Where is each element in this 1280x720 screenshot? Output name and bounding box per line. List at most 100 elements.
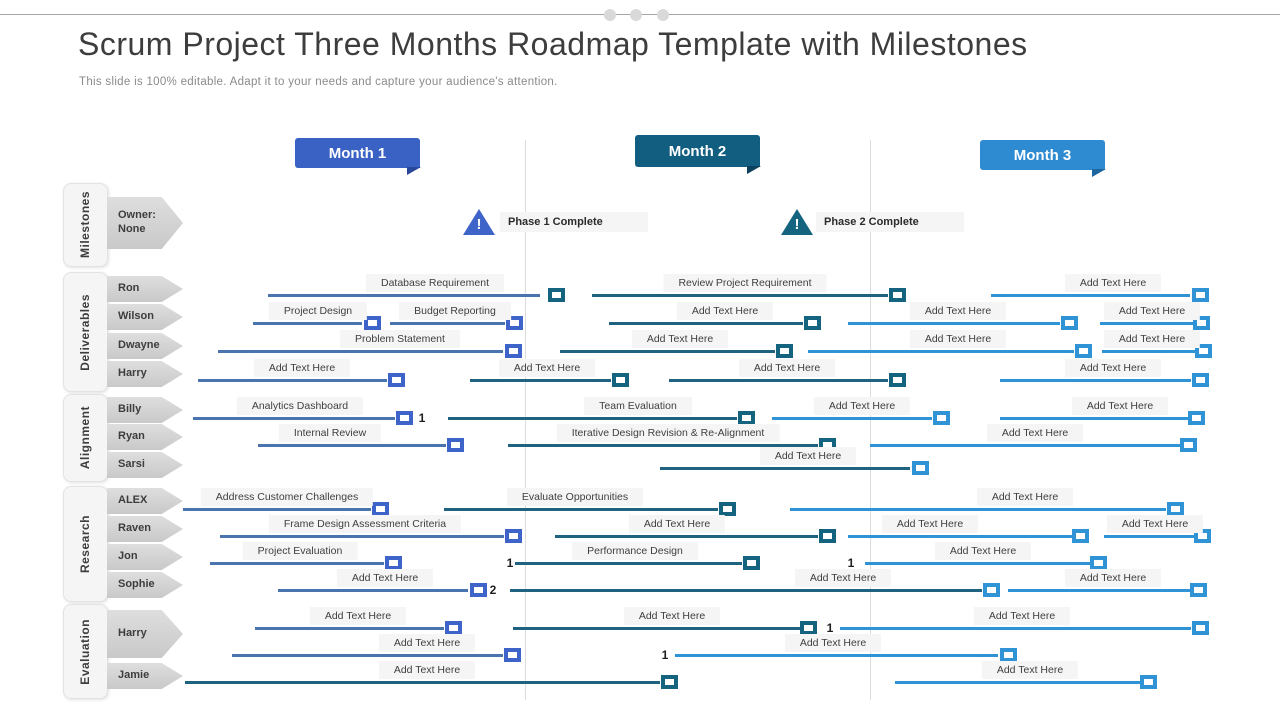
- task-label[interactable]: Project Design: [268, 302, 368, 320]
- task-label[interactable]: Add Text Here: [378, 661, 476, 679]
- timeline-bar[interactable]: [278, 589, 468, 592]
- timeline-bar[interactable]: [848, 535, 1072, 538]
- task-marker[interactable]: [504, 648, 521, 662]
- timeline-bar[interactable]: [1000, 379, 1191, 382]
- task-marker[interactable]: [1000, 648, 1017, 662]
- timeline-bar[interactable]: [592, 294, 888, 297]
- task-marker[interactable]: [612, 373, 629, 387]
- warning-triangle-icon[interactable]: !: [781, 209, 813, 235]
- task-label[interactable]: Add Text Here: [1064, 569, 1162, 587]
- task-label[interactable]: Add Text Here: [794, 569, 892, 587]
- task-marker[interactable]: [1192, 288, 1209, 302]
- timeline-bar[interactable]: [193, 417, 395, 420]
- task-marker[interactable]: [396, 411, 413, 425]
- task-marker[interactable]: [743, 556, 760, 570]
- timeline-bar[interactable]: [1104, 535, 1194, 538]
- task-label[interactable]: Evaluate Opportunities: [506, 488, 644, 506]
- row-name-arrow[interactable]: Ryan: [107, 424, 183, 450]
- task-marker[interactable]: [372, 502, 389, 516]
- timeline-bar[interactable]: [232, 654, 503, 657]
- task-marker[interactable]: [505, 529, 522, 543]
- timeline-bar[interactable]: [895, 681, 1140, 684]
- row-name-arrow[interactable]: Sophie: [107, 572, 183, 598]
- task-label[interactable]: Add Text Here: [631, 330, 729, 348]
- task-label[interactable]: Add Text Here: [1071, 397, 1169, 415]
- task-marker[interactable]: [1075, 344, 1092, 358]
- task-marker[interactable]: [776, 344, 793, 358]
- task-label[interactable]: Internal Review: [278, 424, 382, 442]
- task-label[interactable]: Analytics Dashboard: [236, 397, 364, 415]
- timeline-bar[interactable]: [444, 508, 718, 511]
- task-marker[interactable]: [445, 621, 462, 635]
- row-name-arrow[interactable]: ALEX: [107, 488, 183, 514]
- task-label[interactable]: Add Text Here: [1064, 359, 1162, 377]
- timeline-bar[interactable]: [865, 562, 1090, 565]
- timeline-bar[interactable]: [390, 322, 505, 325]
- timeline-bar[interactable]: [660, 467, 910, 470]
- row-name-arrow[interactable]: Harry: [107, 361, 183, 387]
- task-marker[interactable]: [933, 411, 950, 425]
- task-label[interactable]: Add Text Here: [973, 607, 1071, 625]
- task-marker[interactable]: [385, 556, 402, 570]
- timeline-bar[interactable]: [675, 654, 998, 657]
- row-name-arrow[interactable]: Billy: [107, 397, 183, 423]
- task-marker[interactable]: [912, 461, 929, 475]
- timeline-bar[interactable]: [991, 294, 1190, 297]
- task-label[interactable]: Add Text Here: [976, 488, 1074, 506]
- timeline-bar[interactable]: [258, 444, 446, 447]
- task-marker[interactable]: [1061, 316, 1078, 330]
- timeline-bar[interactable]: [1000, 417, 1188, 420]
- section-tab-evaluation[interactable]: Evaluation: [63, 604, 108, 699]
- row-name-arrow[interactable]: Owner: None: [107, 197, 183, 249]
- timeline-bar[interactable]: [808, 350, 1074, 353]
- timeline-bar[interactable]: [198, 379, 387, 382]
- task-marker[interactable]: [819, 529, 836, 543]
- timeline-bar[interactable]: [870, 444, 1180, 447]
- timeline-bar[interactable]: [255, 627, 444, 630]
- task-label[interactable]: Address Customer Challenges: [200, 488, 374, 506]
- row-name-arrow[interactable]: Raven: [107, 516, 183, 542]
- timeline-bar[interactable]: [268, 294, 540, 297]
- task-label[interactable]: Iterative Design Revision & Re-Alignment: [556, 424, 780, 442]
- task-marker[interactable]: [738, 411, 755, 425]
- timeline-bar[interactable]: [183, 508, 371, 511]
- row-name-arrow[interactable]: Dwayne: [107, 333, 183, 359]
- timeline-bar[interactable]: [555, 535, 818, 538]
- task-marker[interactable]: [470, 583, 487, 597]
- timeline-bar[interactable]: [790, 508, 1166, 511]
- task-label[interactable]: Add Text Here: [378, 634, 476, 652]
- row-name-arrow[interactable]: Harry: [107, 610, 183, 658]
- task-marker[interactable]: [804, 316, 821, 330]
- timeline-bar[interactable]: [508, 444, 818, 447]
- timeline-bar[interactable]: [218, 350, 503, 353]
- task-marker[interactable]: [1167, 502, 1184, 516]
- task-marker[interactable]: [1192, 621, 1209, 635]
- task-marker[interactable]: [364, 316, 381, 330]
- month-header-tab[interactable]: Month 1: [295, 138, 421, 175]
- task-label[interactable]: Add Text Here: [1064, 274, 1162, 292]
- task-label[interactable]: Add Text Here: [986, 424, 1084, 442]
- month-header-tab[interactable]: Month 2: [635, 135, 761, 174]
- timeline-bar[interactable]: [1008, 589, 1190, 592]
- task-label[interactable]: Problem Statement: [340, 330, 460, 348]
- timeline-bar[interactable]: [609, 322, 803, 325]
- row-name-arrow[interactable]: Sarsi: [107, 452, 183, 478]
- timeline-bar[interactable]: [515, 562, 742, 565]
- section-tab-research[interactable]: Research: [63, 486, 108, 602]
- timeline-bar[interactable]: [210, 562, 384, 565]
- section-tab-alignment[interactable]: Alignment: [63, 394, 108, 482]
- task-label[interactable]: Add Text Here: [759, 447, 857, 465]
- task-label[interactable]: Add Text Here: [628, 515, 726, 533]
- milestone-label[interactable]: Phase 1 Complete: [500, 212, 648, 232]
- task-label[interactable]: Add Text Here: [498, 359, 596, 377]
- timeline-bar[interactable]: [253, 322, 362, 325]
- task-marker[interactable]: [1190, 583, 1207, 597]
- task-marker[interactable]: [800, 621, 817, 635]
- task-label[interactable]: Add Text Here: [309, 607, 407, 625]
- task-label[interactable]: Add Text Here: [981, 661, 1079, 679]
- timeline-bar[interactable]: [560, 350, 775, 353]
- task-marker[interactable]: [447, 438, 464, 452]
- task-label[interactable]: Performance Design: [572, 542, 698, 560]
- timeline-bar[interactable]: [772, 417, 932, 420]
- month-header-tab[interactable]: Month 3: [980, 140, 1106, 177]
